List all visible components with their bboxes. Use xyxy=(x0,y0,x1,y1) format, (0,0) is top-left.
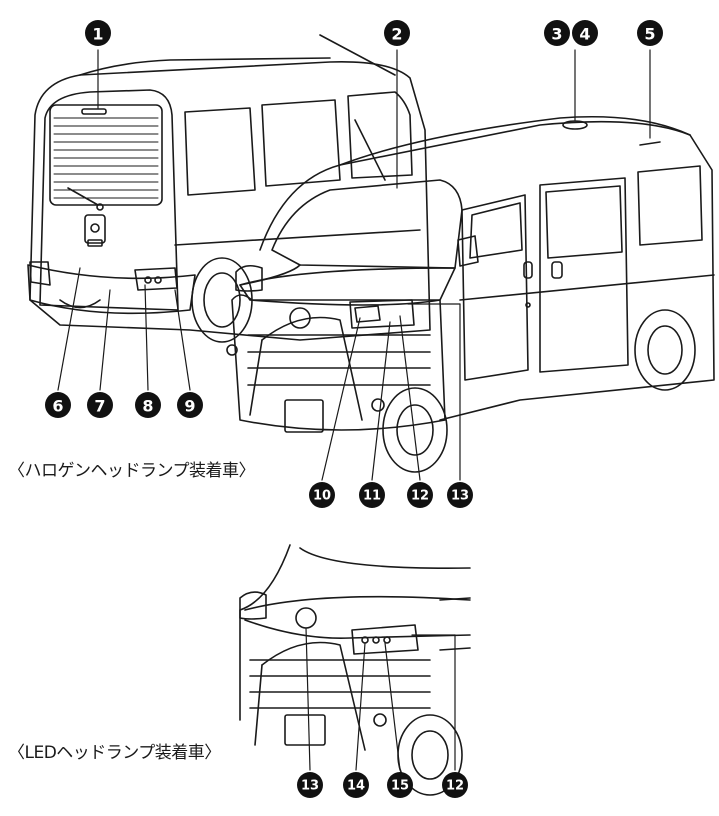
callout-13-upper-label: 13 xyxy=(451,489,469,504)
callout-11: 11 xyxy=(359,482,385,508)
callout-4-label: 4 xyxy=(579,25,590,44)
callout-8-label: 8 xyxy=(142,397,153,416)
callout-14: 14 xyxy=(343,772,369,798)
callout-12-upper: 12 xyxy=(407,482,433,508)
callout-12-lower-label: 12 xyxy=(446,779,464,794)
callout-3-label: 3 xyxy=(551,25,562,44)
callout-12-lower: 12 xyxy=(442,772,468,798)
callout-15: 15 xyxy=(387,772,413,798)
caption-led-headlamp: 〈LEDヘッドランプ装着車〉 xyxy=(8,743,221,763)
callout-9: 9 xyxy=(177,392,203,418)
callout-15-label: 15 xyxy=(391,779,409,794)
callout-1: 1 xyxy=(85,20,111,46)
led-front-closeup-illustration xyxy=(239,544,471,796)
caption-halogen-headlamp: 〈ハロゲンヘッドランプ装着車〉 xyxy=(8,461,256,481)
callout-9-label: 9 xyxy=(184,397,195,416)
callout-5-label: 5 xyxy=(644,25,655,44)
front-van-illustration xyxy=(226,116,715,473)
callout-10-label: 10 xyxy=(313,489,331,504)
callout-14-label: 14 xyxy=(347,779,365,794)
callout-13-lower-label: 13 xyxy=(301,779,319,794)
callout-11-label: 11 xyxy=(363,489,381,504)
callout-13-lower: 13 xyxy=(297,772,323,798)
callout-badges: 1 2 3 4 5 6 7 8 xyxy=(45,20,663,798)
callout-12-upper-label: 12 xyxy=(411,489,429,504)
callout-7: 7 xyxy=(87,392,113,418)
callout-3: 3 xyxy=(544,20,570,46)
callout-2-label: 2 xyxy=(391,25,402,44)
callout-2: 2 xyxy=(384,20,410,46)
callout-13-upper: 13 xyxy=(447,482,473,508)
callout-6: 6 xyxy=(45,392,71,418)
callout-10: 10 xyxy=(309,482,335,508)
callout-5: 5 xyxy=(637,20,663,46)
leader-lines xyxy=(57,49,651,771)
callout-4: 4 xyxy=(572,20,598,46)
callout-7-label: 7 xyxy=(94,397,105,416)
rear-van-illustration xyxy=(27,34,431,343)
callout-8: 8 xyxy=(135,392,161,418)
callout-6-label: 6 xyxy=(52,397,63,416)
callout-1-label: 1 xyxy=(92,25,103,44)
